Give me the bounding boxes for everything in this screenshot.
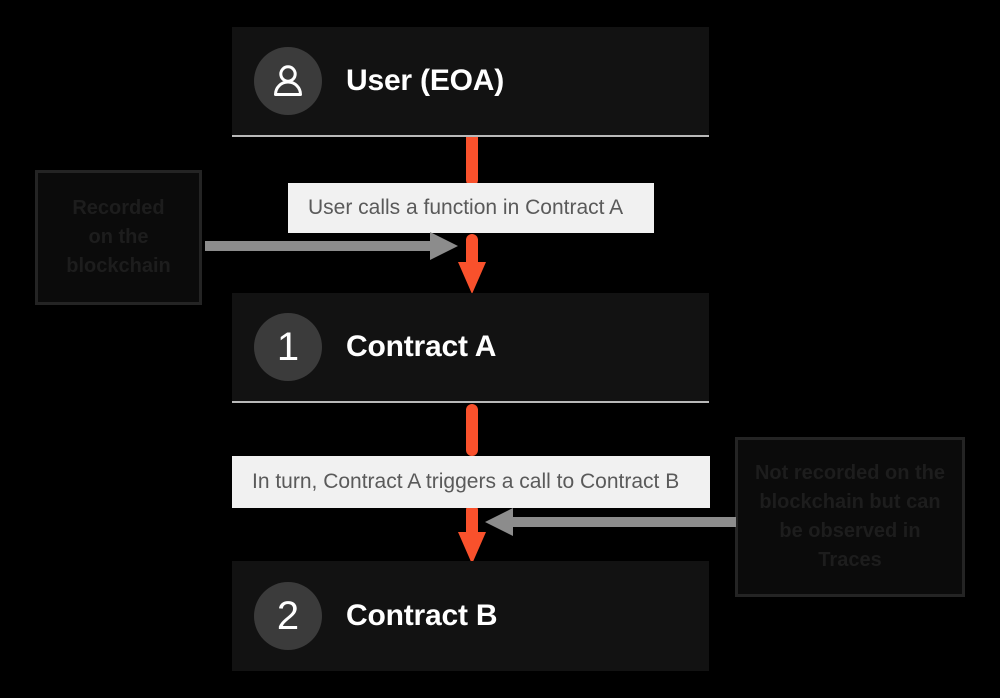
callout-right-line-3: be observed in (779, 520, 921, 542)
callout-left-line-1: Recorded (72, 197, 165, 219)
callout-left-line-3: blockchain (66, 255, 171, 277)
person-icon (274, 65, 302, 96)
arrow-right-callout-pointer (485, 508, 736, 536)
callout-right-line-1: Not recorded on the (754, 462, 945, 484)
callout-left-line-2: on the (88, 226, 149, 248)
chip-contract-a-triggers-b-text: In turn, Contract A triggers a call to C… (252, 470, 680, 493)
arrow-left-callout-pointer (205, 232, 458, 260)
node-contract-a-label: Contract A (346, 330, 497, 363)
callout-right-line-2: blockchain but can (759, 491, 941, 513)
contract-b-number-badge: 2 (254, 582, 322, 650)
callout-not-recorded-traces-text: Not recorded on the blockchain but can b… (745, 459, 955, 575)
chip-contract-a-triggers-b: In turn, Contract A triggers a call to C… (232, 456, 710, 508)
arrow-user-to-contract-a (458, 132, 486, 294)
callout-recorded-on-blockchain-text: Recorded on the blockchain (56, 194, 180, 281)
node-user-label: User (EOA) (346, 64, 505, 97)
node-contract-a[interactable]: 1 Contract A (232, 293, 709, 403)
node-contract-b-label: Contract B (346, 599, 498, 632)
chip-user-calls-function: User calls a function in Contract A (288, 183, 654, 233)
contract-a-number: 1 (276, 325, 300, 369)
callout-right-line-4: Traces (818, 549, 882, 571)
user-avatar-badge (254, 47, 322, 115)
callout-not-recorded-traces: Not recorded on the blockchain but can b… (735, 437, 965, 597)
arrow-contract-a-to-contract-b (458, 404, 486, 564)
node-user[interactable]: User (EOA) (232, 27, 709, 137)
contract-b-number: 2 (276, 594, 300, 638)
contract-a-number-badge: 1 (254, 313, 322, 381)
callout-recorded-on-blockchain: Recorded on the blockchain (35, 170, 202, 305)
chip-user-calls-function-text: User calls a function in Contract A (308, 196, 624, 219)
node-contract-b[interactable]: 2 Contract B (232, 561, 709, 671)
